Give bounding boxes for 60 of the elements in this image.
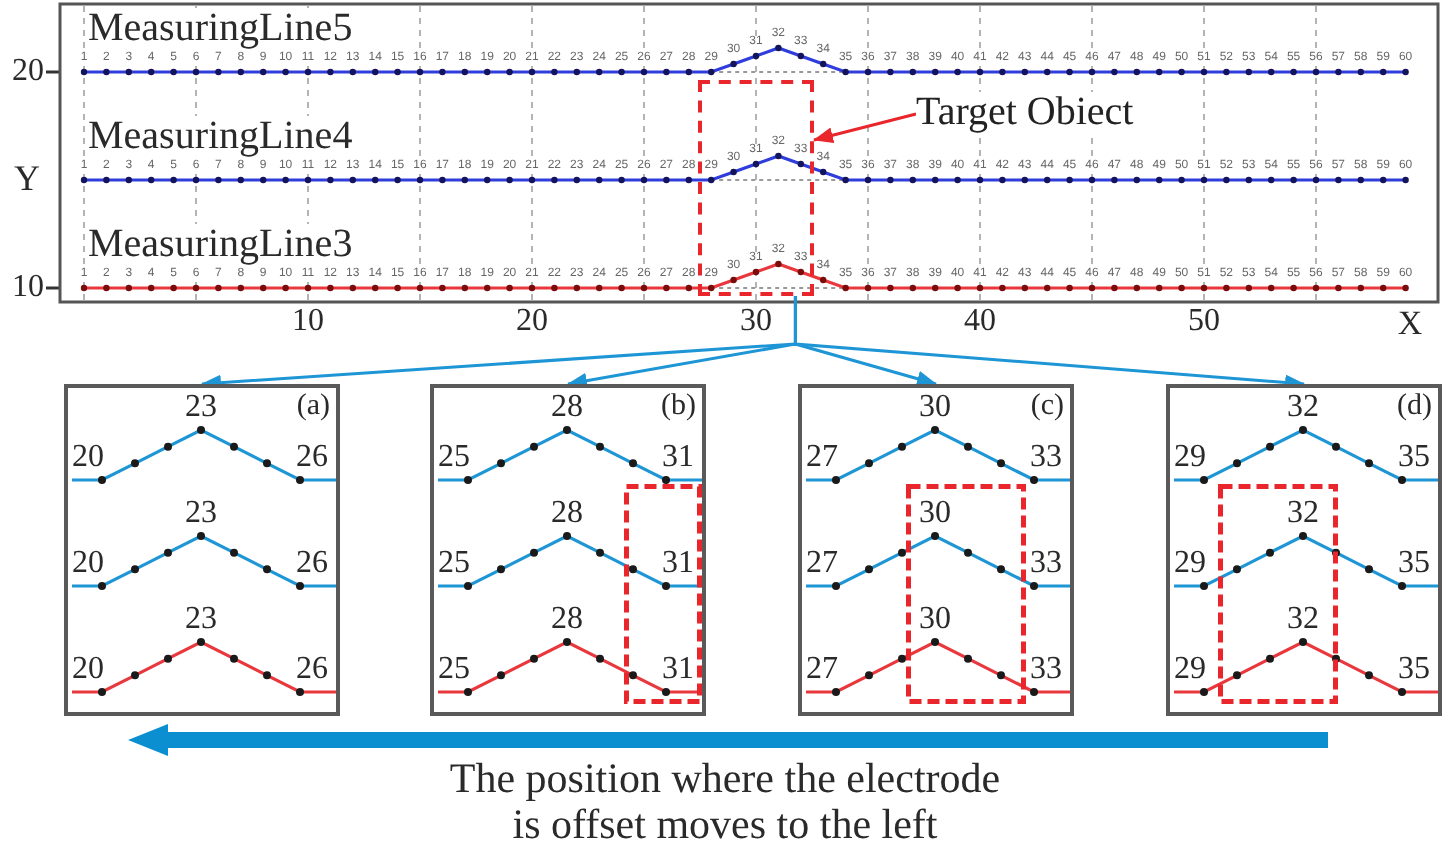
tick-label: 10 bbox=[12, 272, 44, 304]
electrode-number: 23 bbox=[185, 498, 217, 530]
electrode-number: 28 bbox=[551, 604, 583, 636]
tick-label: 20 bbox=[12, 56, 44, 88]
target-box bbox=[698, 80, 814, 296]
electrode-number: 29 bbox=[1174, 548, 1206, 580]
electrode-number: 23 bbox=[185, 604, 217, 636]
electrode-number: 33 bbox=[1030, 654, 1062, 686]
electrode-number: 28 bbox=[551, 498, 583, 530]
series-label: MeasuringLine3 bbox=[88, 224, 353, 264]
electrode-number: 33 bbox=[1030, 442, 1062, 474]
tick-label: 50 bbox=[1188, 306, 1220, 338]
tick-label: 20 bbox=[516, 306, 548, 338]
inset-panel bbox=[430, 384, 706, 716]
panel-letter: (a) bbox=[296, 392, 330, 422]
electrode-number: 32 bbox=[1287, 604, 1319, 636]
tick-label: 10 bbox=[292, 306, 324, 338]
callout-label: Target Obiect bbox=[916, 92, 1134, 132]
tick-label: 30 bbox=[740, 306, 772, 338]
electrode-number: 20 bbox=[72, 442, 104, 474]
note-text: The position where the electrode is offset moves to the left bbox=[447, 756, 1003, 848]
axis-label: X bbox=[1397, 306, 1423, 340]
electrode-number: 30 bbox=[919, 392, 951, 424]
panel-letter: (c) bbox=[1030, 392, 1064, 422]
electrode-number: 27 bbox=[806, 654, 838, 686]
inset-panel bbox=[798, 384, 1074, 716]
electrode-number: 25 bbox=[438, 654, 470, 686]
electrode-number: 29 bbox=[1174, 442, 1206, 474]
inset-panel bbox=[1166, 384, 1442, 716]
electrode-number: 23 bbox=[185, 392, 217, 424]
electrode-number: 25 bbox=[438, 442, 470, 474]
electrode-number: 26 bbox=[296, 654, 328, 686]
electrode-number: 35 bbox=[1398, 442, 1430, 474]
electrode-number: 26 bbox=[296, 442, 328, 474]
electrode-number: 30 bbox=[919, 498, 951, 530]
panel-letter: (b) bbox=[661, 392, 696, 422]
series-label: MeasuringLine4 bbox=[88, 116, 353, 156]
electrode-number: 32 bbox=[1287, 392, 1319, 424]
electrode-number: 29 bbox=[1174, 654, 1206, 686]
electrode-number: 25 bbox=[438, 548, 470, 580]
electrode-number: 31 bbox=[662, 442, 694, 474]
axis-label: Y bbox=[14, 160, 40, 196]
electrode-number: 20 bbox=[72, 548, 104, 580]
electrode-number: 31 bbox=[662, 548, 694, 580]
tick-label: 40 bbox=[964, 306, 996, 338]
electrode-number: 35 bbox=[1398, 548, 1430, 580]
electrode-number: 20 bbox=[72, 654, 104, 686]
electrode-number: 33 bbox=[1030, 548, 1062, 580]
inset-panel bbox=[64, 384, 340, 716]
electrode-number: 31 bbox=[662, 654, 694, 686]
electrode-number: 26 bbox=[296, 548, 328, 580]
electrode-number: 27 bbox=[806, 442, 838, 474]
leader-arrow bbox=[813, 112, 917, 144]
electrode-number: 35 bbox=[1398, 654, 1430, 686]
electrode-number: 28 bbox=[551, 392, 583, 424]
electrode-number: 32 bbox=[1287, 498, 1319, 530]
electrode-number: 27 bbox=[806, 548, 838, 580]
panel-letter: (d) bbox=[1397, 392, 1432, 422]
electrode-number: 30 bbox=[919, 604, 951, 636]
series-label: MeasuringLine5 bbox=[88, 8, 353, 48]
